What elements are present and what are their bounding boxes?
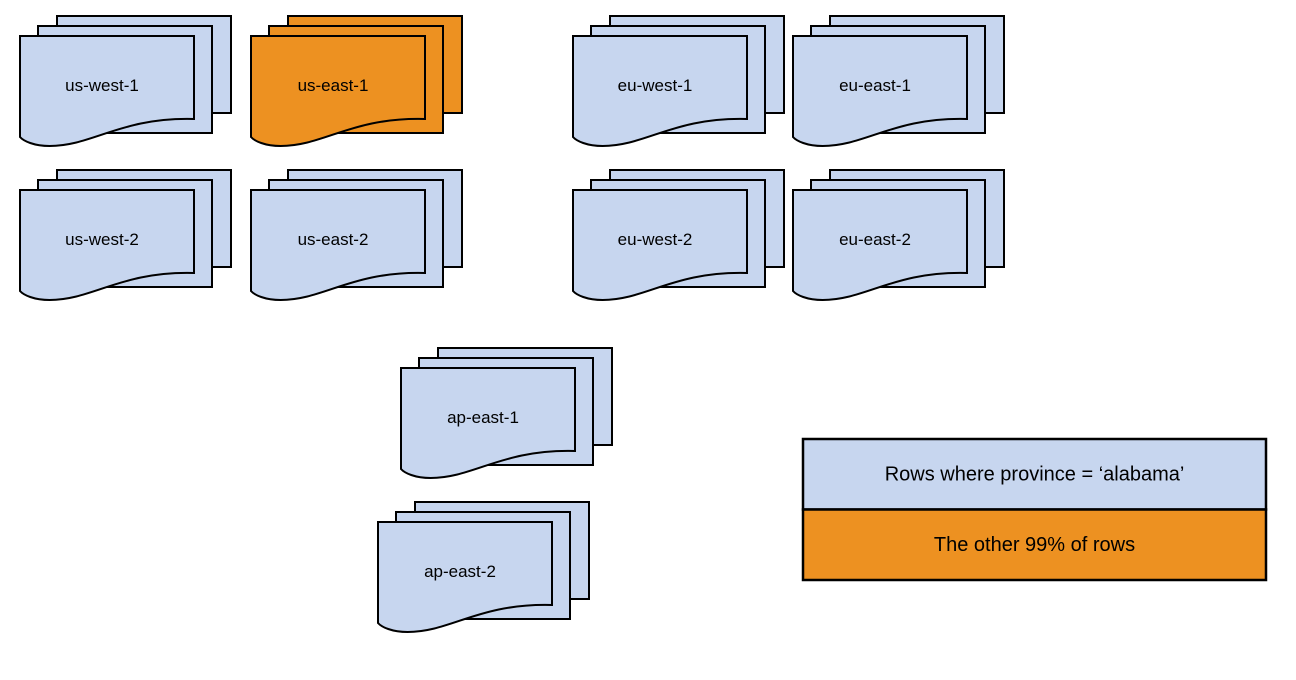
document-stack-us-east-2[interactable]: us-east-2 [250,169,463,302]
document-stack-us-west-1[interactable]: us-west-1 [19,15,232,148]
document-sheet-front [792,189,968,302]
document-sheet-front [250,189,426,302]
stack-label-us-west-1: us-west-1 [65,76,139,95]
stack-label-ap-east-1: ap-east-1 [447,408,519,427]
stack-label-eu-east-2: eu-east-2 [839,230,911,249]
document-stack-us-east-1[interactable]: us-east-1 [250,15,463,148]
document-stack-eu-east-1[interactable]: eu-east-1 [792,15,1005,148]
stack-label-eu-east-1: eu-east-1 [839,76,911,95]
legend-row-blue-label: Rows where province = ‘alabama’ [885,464,1185,486]
stack-label-us-west-2: us-west-2 [65,230,139,249]
legend-row-blue-swatch [801,437,1268,511]
legend-row-orange-swatch [801,508,1268,582]
document-stack-eu-east-2[interactable]: eu-east-2 [792,169,1005,302]
document-sheet-front [792,35,968,148]
stack-label-eu-west-2: eu-west-2 [618,230,693,249]
document-sheet-front [19,189,195,302]
document-sheet-front [572,35,748,148]
legend-row-blue[interactable]: Rows where province = ‘alabama’ [801,437,1268,511]
stack-label-us-east-2: us-east-2 [298,230,369,249]
document-stacks-group: us-west-1 us-east-1 eu-west-1 eu-east-1 us-w… [19,15,1005,634]
document-sheet-front [250,35,426,148]
document-stack-ap-east-1[interactable]: ap-east-1 [400,347,613,480]
document-stack-eu-west-2[interactable]: eu-west-2 [572,169,785,302]
document-sheet-front [400,367,576,480]
document-sheet-front [19,35,195,148]
document-stack-us-west-2[interactable]: us-west-2 [19,169,232,302]
stack-label-ap-east-2: ap-east-2 [424,562,496,581]
legend-group: Rows where province = ‘alabama’ The other… [801,437,1268,582]
legend-row-orange-label: The other 99% of rows [934,534,1135,556]
stack-label-us-east-1: us-east-1 [298,76,369,95]
legend-row-orange[interactable]: The other 99% of rows [801,508,1268,582]
document-stack-ap-east-2[interactable]: ap-east-2 [377,501,590,634]
document-sheet-front [572,189,748,302]
document-sheet-front [377,521,553,634]
stack-label-eu-west-1: eu-west-1 [618,76,693,95]
document-stack-eu-west-1[interactable]: eu-west-1 [572,15,785,148]
